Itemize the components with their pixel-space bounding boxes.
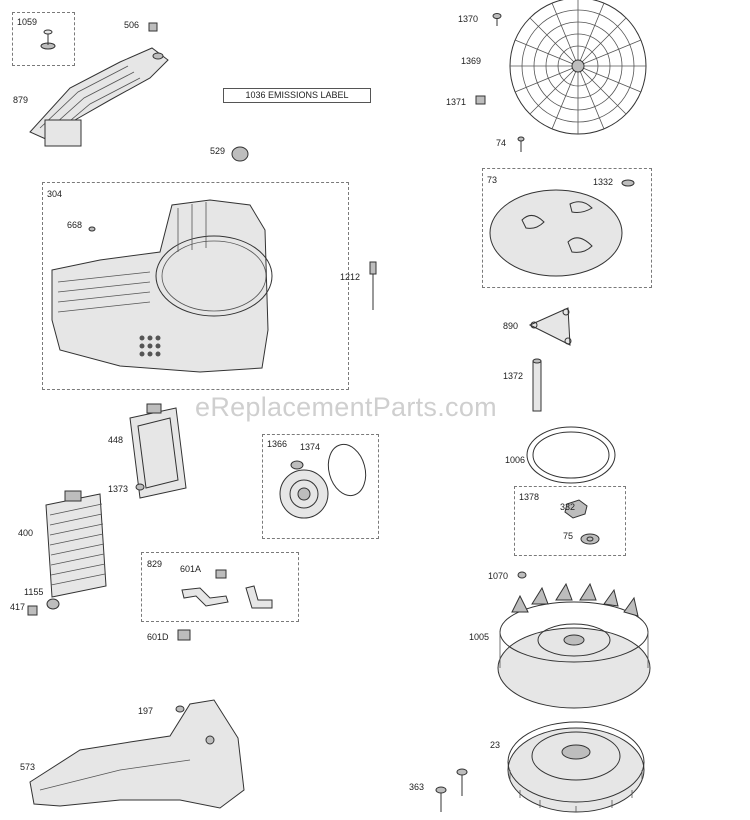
callout-1373[interactable]: 1373 (108, 484, 129, 494)
callout-23[interactable]: 23 (490, 740, 501, 750)
callout-601D[interactable]: 601D (147, 632, 169, 642)
screen-73-graphic (489, 179, 635, 277)
grille-1369-graphic (509, 0, 647, 135)
callout-1155[interactable]: 1155 (24, 587, 44, 597)
stud-1212-graphic (369, 261, 377, 310)
callout-1366[interactable]: 1366 (267, 439, 288, 449)
nut-1371-graphic (475, 95, 486, 105)
callout-1070[interactable]: 1070 (488, 571, 509, 581)
clamp-601D-graphic (177, 629, 191, 641)
nut-506-graphic (148, 22, 158, 32)
screw-1059-graphic (40, 29, 56, 50)
gasket-448-graphic (129, 403, 187, 499)
callout-506[interactable]: 506 (124, 20, 140, 30)
callout-75[interactable]: 75 (563, 531, 574, 541)
callout-1059[interactable]: 1059 (17, 17, 38, 27)
group-box-1366 (262, 434, 379, 539)
screw-1070-graphic (517, 571, 527, 579)
screw-197-graphic (175, 705, 185, 713)
callout-1369[interactable]: 1369 (461, 56, 482, 66)
washer-1155-graphic (46, 598, 60, 610)
screw-74-graphic (517, 136, 525, 152)
callout-1212[interactable]: 1212 (340, 272, 361, 282)
screw-1373-graphic (135, 483, 145, 491)
callout-1005[interactable]: 1005 (469, 632, 490, 642)
callout-601A[interactable]: 601A (180, 564, 202, 574)
air-guide-879-graphic (29, 47, 169, 147)
callout-1332[interactable]: 1332 (593, 177, 614, 187)
gasket-1006-graphic (526, 426, 616, 484)
assembly-1366-graphic (279, 443, 367, 519)
ring-gear-23-graphic (507, 721, 645, 813)
group-box-304 (42, 182, 349, 390)
callout-1006[interactable]: 1006 (505, 455, 526, 465)
flywheel-1005-graphic (497, 582, 651, 709)
callout-1374[interactable]: 1374 (300, 442, 321, 452)
watermark: eReplacementParts.com (195, 392, 497, 422)
callout-829[interactable]: 829 (147, 559, 163, 569)
callout-197[interactable]: 197 (138, 706, 154, 716)
callout-73[interactable]: 73 (487, 175, 498, 185)
callout-74[interactable]: 74 (496, 138, 507, 148)
nut-417-graphic (27, 605, 38, 616)
callout-1378[interactable]: 1378 (519, 492, 540, 502)
callout-1371[interactable]: 1371 (446, 97, 467, 107)
callout-668[interactable]: 668 (67, 220, 83, 230)
emissions-label: 1036 EMISSIONS LABEL (223, 88, 371, 103)
muffler-400-graphic (45, 490, 107, 598)
callout-304[interactable]: 304 (47, 189, 63, 199)
group-box-1059 (12, 12, 75, 66)
callout-417[interactable]: 417 (10, 602, 26, 612)
group-box-73 (482, 168, 652, 288)
bracket-890-graphic (528, 307, 572, 346)
screw-1370-graphic (492, 13, 502, 26)
nut-332-graphic (564, 499, 588, 519)
callout-573[interactable]: 573 (20, 762, 36, 772)
spacer-1372-graphic (532, 358, 542, 412)
baffle-573-graphic (29, 699, 245, 809)
callout-890[interactable]: 890 (503, 321, 519, 331)
group-box-829 (141, 552, 299, 622)
blower-housing-304-graphic (51, 199, 273, 373)
grommet-529-graphic (231, 146, 249, 162)
callout-1370[interactable]: 1370 (458, 14, 479, 24)
screws-363-graphic (435, 768, 468, 812)
callout-332[interactable]: 332 (560, 502, 576, 512)
group-box-1378 (514, 486, 626, 556)
callout-879[interactable]: 879 (13, 95, 29, 105)
screw-668-graphic (88, 226, 96, 232)
callout-1372[interactable]: 1372 (503, 371, 524, 381)
callout-529[interactable]: 529 (210, 146, 226, 156)
callout-363[interactable]: 363 (409, 782, 425, 792)
callout-448[interactable]: 448 (108, 435, 124, 445)
washer-75-graphic (580, 533, 600, 545)
callout-400[interactable]: 400 (18, 528, 34, 538)
hose-829-graphic (181, 569, 273, 609)
